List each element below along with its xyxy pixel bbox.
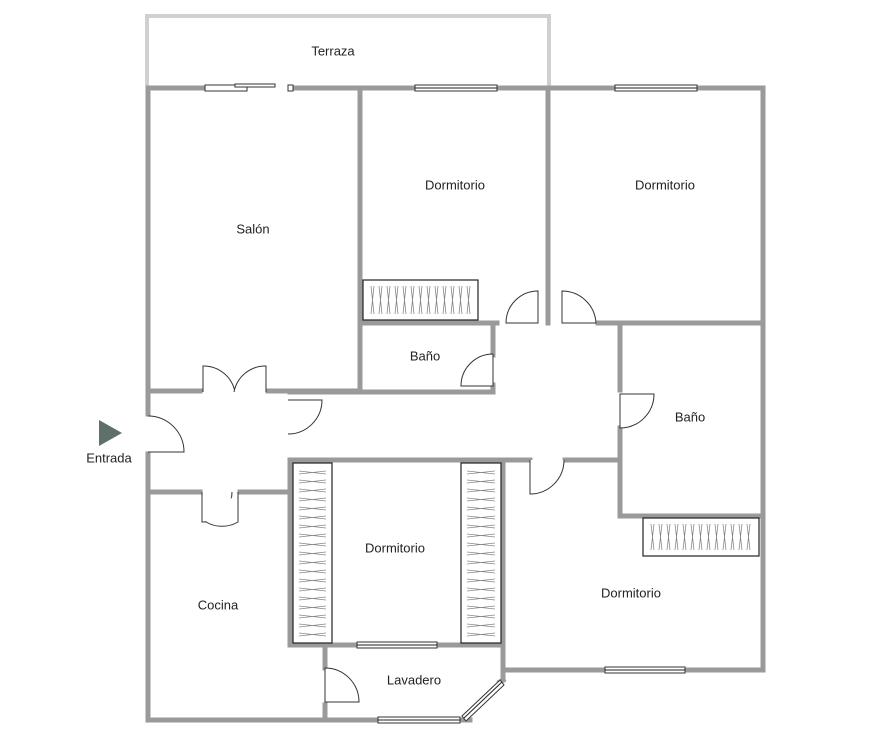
windows: [204, 83, 698, 724]
hanger-mark: [466, 605, 496, 610]
entrance-label: Entrada: [86, 450, 132, 465]
hanger-mark: [666, 523, 671, 551]
hanger-mark: [466, 578, 496, 583]
hanger-mark: [466, 542, 496, 547]
hanger-mark: [466, 596, 496, 601]
hanger-mark: [298, 515, 327, 520]
hanger-mark: [714, 523, 719, 551]
room-label-terraza: Terraza: [311, 43, 355, 58]
room-label-lavadero: Lavadero: [387, 672, 441, 687]
hanger-mark: [466, 497, 496, 502]
hanger-mark: [298, 578, 327, 583]
hanger-mark: [402, 285, 407, 315]
hanger-mark: [298, 470, 327, 475]
hanger-mark: [698, 523, 703, 551]
hanger-mark: [298, 533, 327, 538]
hanger-mark: [410, 285, 415, 315]
hanger-mark: [298, 614, 327, 619]
hanger-mark: [298, 542, 327, 547]
hanger-mark: [466, 623, 496, 628]
hanger-mark: [442, 285, 447, 315]
hanger-mark: [298, 596, 327, 601]
hanger-mark: [370, 285, 375, 315]
hanger-mark: [298, 605, 327, 610]
terrace-walls: [145, 14, 551, 86]
hanger-mark: [450, 285, 455, 315]
hanger-mark: [298, 632, 327, 637]
hanger-mark: [298, 497, 327, 502]
room-label-dormitorio: Dormitorio: [601, 585, 661, 600]
hanger-mark: [466, 479, 496, 484]
hanger-mark: [674, 523, 679, 551]
closet: [460, 462, 502, 644]
closets: [292, 279, 760, 644]
hanger-mark: [650, 523, 655, 551]
hanger-mark: [298, 551, 327, 556]
entrance-arrow-icon: [99, 420, 122, 446]
sliding-door: [204, 84, 248, 92]
hanger-mark: [466, 551, 496, 556]
hanger-mark: [466, 614, 496, 619]
hanger-mark: [466, 569, 496, 574]
hanger-mark: [466, 470, 496, 475]
room-label-dormitorio: Dormitorio: [635, 177, 695, 192]
hanger-mark: [730, 523, 735, 551]
hanger-mark: [466, 506, 496, 511]
hanger-mark: [426, 285, 431, 315]
room-label-dormitorio: Dormitorio: [365, 540, 425, 555]
hanger-mark: [466, 488, 496, 493]
hanger-mark: [746, 523, 751, 551]
hanger-mark: [706, 523, 711, 551]
hanger-mark: [690, 523, 695, 551]
hanger-mark: [722, 523, 727, 551]
hanger-mark: [298, 623, 327, 628]
hanger-mark: [386, 285, 391, 315]
hanger-mark: [298, 587, 327, 592]
hanger-mark: [298, 488, 327, 493]
hanger-mark: [466, 533, 496, 538]
room-label-bano: Baño: [410, 348, 440, 363]
hanger-mark: [378, 285, 383, 315]
hanger-mark: [738, 523, 743, 551]
hanger-mark: [682, 523, 687, 551]
hanger-mark: [434, 285, 439, 315]
hanger-mark: [466, 515, 496, 520]
doors: [147, 290, 655, 703]
closet-hangers: [298, 285, 751, 637]
walls: [145, 85, 766, 723]
room-label-dormitorio: Dormitorio: [425, 177, 485, 192]
hanger-mark: [458, 285, 463, 315]
hanger-mark: [298, 479, 327, 484]
hanger-mark: [466, 632, 496, 637]
closet: [292, 462, 333, 644]
hanger-mark: [298, 506, 327, 511]
hanger-mark: [466, 285, 471, 315]
hanger-mark: [298, 560, 327, 565]
hanger-mark: [466, 560, 496, 565]
hanger-mark: [298, 524, 327, 529]
hanger-mark: [298, 569, 327, 574]
room-label-cocina: Cocina: [198, 597, 239, 612]
hanger-mark: [394, 285, 399, 315]
room-label-bano: Baño: [675, 409, 705, 424]
hanger-mark: [466, 524, 496, 529]
hanger-mark: [658, 523, 663, 551]
hanger-mark: [466, 587, 496, 592]
hanger-mark: [418, 285, 423, 315]
room-label-salon: Salón: [236, 221, 269, 236]
